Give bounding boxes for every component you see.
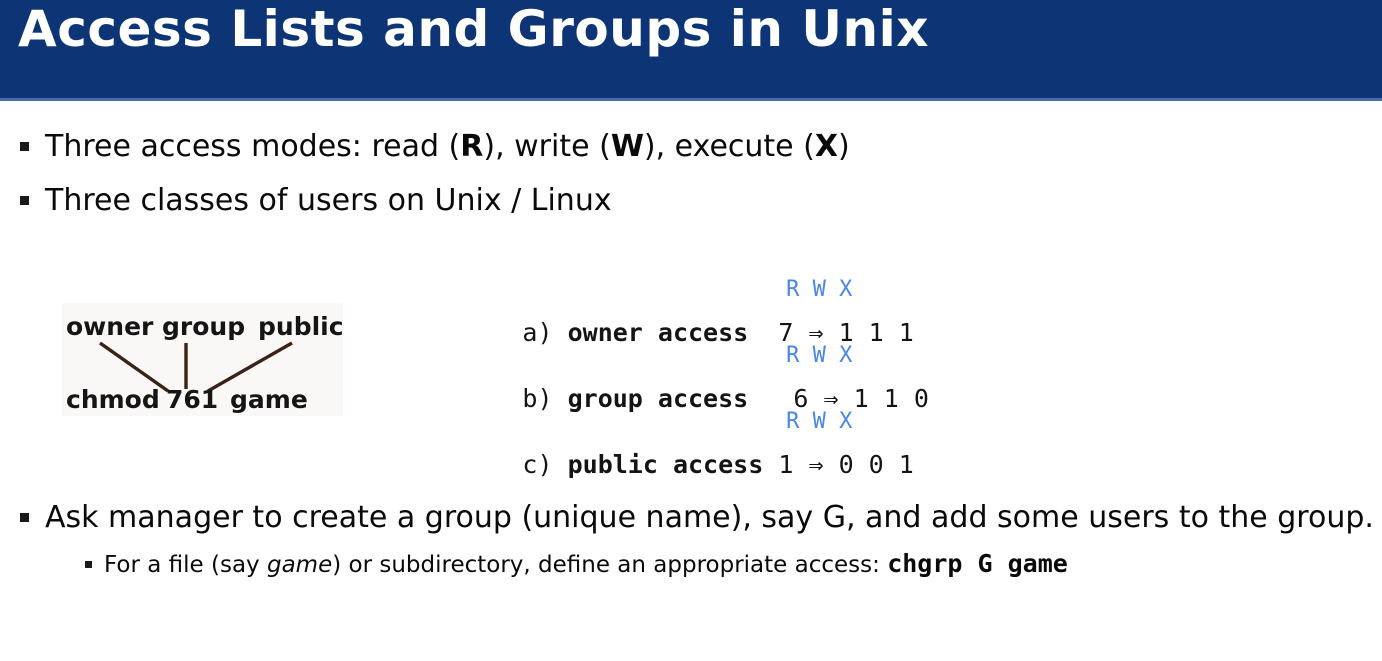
bullet-item-label: Three access modes: read (R), write (W),… [45, 132, 850, 162]
mode-letter-write: W [610, 129, 644, 164]
access-row-public: a) owner access 7 ⇒ R W X c) public acce… [402, 380, 929, 479]
access-row-bits-group: 1 1 0 [853, 384, 929, 413]
access-row-label-a: a) [522, 318, 553, 347]
access-row-label-b: b) [522, 384, 553, 413]
rwx-header-letters: R W X [786, 277, 853, 302]
diagram-command-octal: 761 [166, 385, 218, 414]
mode-letter-read: R [460, 129, 484, 164]
bullet-item-create-group: Ask manager to create a group (unique na… [20, 503, 1374, 533]
bullet-text-segment: ) [838, 129, 850, 164]
diagram-command-chmod: chmod [66, 385, 160, 414]
chmod-diagram-graphic: owner group public chmod 761 game [66, 312, 343, 414]
connector-public-to-digit1 [207, 341, 293, 393]
square-bullet-icon [20, 513, 29, 522]
mode-letter-execute: X [814, 129, 839, 164]
bullet-text-segment: ), execute ( [643, 129, 815, 164]
bullet-item-access-modes: Three access modes: read (R), write (W),… [20, 132, 850, 162]
access-row-octal-owner: 7 [778, 318, 794, 347]
space [824, 450, 839, 479]
space [763, 450, 778, 479]
arrow-icon: ⇒ [808, 450, 824, 479]
arrow-icon: ⇒ [823, 384, 839, 413]
rwx-header-owner: a) owner access 7 ⇒ R W X [402, 248, 929, 302]
bullet-item-chgrp-example: For a file (say game) or subdirectory, d… [85, 551, 1068, 577]
bullet-item-label: Three classes of users on Unix / Linux [45, 183, 612, 218]
chmod-761-diagram: owner group public chmod 761 game [62, 303, 343, 416]
access-row-label-c: c) [522, 450, 553, 479]
bullet-item-label: For a file (say game) or subdirectory, d… [104, 551, 1068, 577]
access-row-owner: a) owner access 7 ⇒ R W X a) owner acces… [402, 248, 929, 347]
space [553, 450, 568, 479]
bullet-item-user-classes: Three classes of users on Unix / Linux [20, 186, 612, 216]
diagram-command-filename: game [230, 385, 308, 414]
rwx-header-group: a) owner access 7 ⇒ R W X [402, 314, 929, 368]
rwx-header-letters: R W X [786, 409, 853, 434]
diagram-label-owner: owner [66, 312, 154, 341]
bullet-text-segment: ) or subdirectory, define an appropriate… [332, 552, 888, 578]
space [793, 450, 808, 479]
filename-emphasis: game [266, 552, 333, 578]
access-bits-table: a) owner access 7 ⇒ R W X a) owner acces… [402, 248, 929, 479]
square-bullet-icon [20, 142, 29, 151]
access-row-name-group: group access [567, 384, 749, 413]
connector-owner-to-digit7 [99, 341, 169, 393]
diagram-label-group: group [162, 312, 245, 341]
command-chgrp: chgrp G game [887, 549, 1068, 578]
access-row-octal-group: 6 [793, 384, 809, 413]
rwx-header-letters: R W X [786, 343, 853, 368]
rwx-header-public: a) owner access 7 ⇒ R W X [402, 380, 929, 434]
access-row-group: a) owner access 7 ⇒ R W X b) group acces… [402, 314, 929, 413]
page-title: Access Lists and Groups in Unix [18, 0, 930, 58]
square-bullet-icon [20, 196, 29, 205]
bullet-text-segment: For a file (say [104, 552, 267, 578]
access-line-group: b) group access 6 ⇒ 1 1 0 [402, 342, 928, 413]
arrow-icon: ⇒ [808, 318, 824, 347]
access-line-public: c) public access 1 ⇒ 0 0 1 [402, 408, 929, 479]
square-bullet-icon [85, 561, 92, 568]
access-line-owner: a) owner access 7 ⇒ 1 1 1 [402, 276, 929, 347]
bullet-text-segment: ), write ( [483, 129, 611, 164]
access-row-bits-public: 0 0 1 [838, 450, 914, 479]
access-row-name-public: public access [567, 450, 764, 479]
access-row-octal-public: 1 [778, 450, 794, 479]
diagram-label-public: public [258, 312, 343, 341]
slide-title-band: Access Lists and Groups in Unix [0, 0, 1382, 101]
access-row-name-owner: owner access [567, 318, 749, 347]
bullet-item-label: Ask manager to create a group (unique na… [45, 500, 1374, 535]
access-row-bits-owner: 1 1 1 [838, 318, 914, 347]
bullet-text-segment: Three access modes: read ( [45, 129, 461, 164]
